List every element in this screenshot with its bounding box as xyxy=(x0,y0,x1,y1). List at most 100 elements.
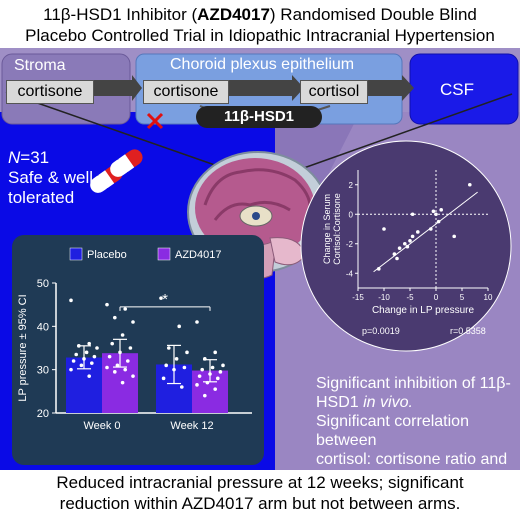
data-point xyxy=(123,367,127,372)
scatter-y-tick-label: 2 xyxy=(349,181,354,190)
cortisol-choroid: cortisol xyxy=(300,80,368,104)
scatter-point xyxy=(410,234,415,239)
legend-swatch xyxy=(157,247,171,261)
data-point xyxy=(105,365,109,370)
data-point xyxy=(71,359,76,363)
data-point xyxy=(208,372,212,376)
data-point xyxy=(200,367,204,372)
p-value: p=0.0019 xyxy=(362,326,400,336)
data-point xyxy=(69,367,73,372)
bar-y-label: LP pressure ± 95% CI xyxy=(17,294,29,401)
scatter-point xyxy=(410,212,415,217)
data-point xyxy=(213,350,217,355)
conclusion: Reduced intracranial pressure at 12 week… xyxy=(0,472,520,514)
scatter-x-tick-label: 5 xyxy=(460,293,465,302)
data-point xyxy=(159,296,163,300)
safety-line-1: Safe & well xyxy=(8,168,94,187)
csf-label: CSF xyxy=(440,80,474,99)
cortisone-choroid: cortisone xyxy=(143,80,229,104)
scatter-point xyxy=(429,227,433,231)
conclusion-line-2: reduction within AZD4017 arm but not bet… xyxy=(59,494,461,513)
scatter-y-label-2: Cortisol:Cortisone xyxy=(332,193,342,265)
data-point xyxy=(167,346,171,350)
inhibition-x-2 xyxy=(146,112,164,130)
finding-line-3: Significant correlation between xyxy=(316,413,469,449)
conclusion-line-1: Reduced intracranial pressure at 12 week… xyxy=(56,473,464,492)
data-point xyxy=(113,315,117,320)
findings-text: Significant inhibition of 11β- HSD1 in v… xyxy=(316,374,520,488)
data-point xyxy=(180,385,184,389)
bar-y-tick-label: 30 xyxy=(37,365,49,377)
zoom-line-left xyxy=(5,91,253,179)
r-value: r=0.5358 xyxy=(450,326,486,336)
bar-y-tick-label: 50 xyxy=(37,278,49,290)
data-point xyxy=(177,324,181,329)
scatter-point xyxy=(416,230,420,234)
data-point xyxy=(216,376,220,381)
scatter-point xyxy=(439,208,443,212)
scatter-y-label-1: Change in Serum xyxy=(322,194,332,264)
data-point xyxy=(95,346,99,350)
data-point xyxy=(131,374,135,378)
data-point xyxy=(87,341,91,346)
data-point xyxy=(87,374,91,378)
data-point xyxy=(107,354,112,359)
data-point xyxy=(221,363,225,368)
arrow-cortisone-cortisol xyxy=(222,75,304,101)
n-line: N=31 xyxy=(8,148,50,167)
data-point xyxy=(120,333,125,337)
significance-star: * xyxy=(162,291,168,308)
bar-y-tick-label: 40 xyxy=(37,321,49,333)
scatter-x-tick-label: 0 xyxy=(434,293,439,302)
data-point xyxy=(164,363,168,368)
choroid-label: Choroid plexus epithelium xyxy=(170,56,355,73)
data-point xyxy=(182,365,187,370)
scatter-point xyxy=(382,227,386,231)
scatter-point xyxy=(436,219,441,224)
data-point xyxy=(195,383,199,387)
finding-line-1: Significant inhibition of 11β- xyxy=(316,375,511,392)
data-point xyxy=(126,359,130,363)
safety-line-2: tolerated xyxy=(8,188,75,207)
data-point xyxy=(195,320,199,324)
data-point xyxy=(118,350,122,355)
data-point xyxy=(77,344,81,348)
data-point xyxy=(90,361,94,365)
scatter-point xyxy=(392,252,397,256)
scatter-x-tick-label: -10 xyxy=(378,293,390,302)
scatter-point xyxy=(377,267,381,271)
arrow-stroma-choroid xyxy=(84,75,142,101)
fit-line xyxy=(373,191,478,273)
finding-line-2: HSD1 in vivo. xyxy=(316,394,413,411)
legend-label: AZD4017 xyxy=(175,249,221,261)
arrow-choroid-csf xyxy=(360,75,414,101)
data-point xyxy=(210,365,215,370)
data-point xyxy=(120,380,125,385)
data-point xyxy=(69,298,73,303)
scatter-point xyxy=(452,234,456,239)
data-point xyxy=(161,376,166,381)
data-point xyxy=(82,357,86,361)
legend-swatch xyxy=(69,247,83,261)
bar-x-tick-label: Week 12 xyxy=(170,420,213,432)
scatter-point xyxy=(431,209,436,214)
data-point xyxy=(79,363,84,368)
data-point xyxy=(115,363,120,368)
scatter-x-tick-label: -5 xyxy=(406,293,414,302)
sample-info: N=31 Safe & well tolerated xyxy=(8,148,93,208)
scatter-point xyxy=(395,256,399,261)
scatter-point xyxy=(405,244,410,249)
data-point xyxy=(113,370,117,374)
scatter-y-tick-label: -4 xyxy=(346,269,354,278)
scatter-point xyxy=(468,182,472,187)
data-point xyxy=(84,350,89,355)
stroma-label: Stroma xyxy=(14,57,66,74)
scatter-point xyxy=(408,239,412,243)
data-point xyxy=(197,374,202,378)
data-point xyxy=(123,307,127,311)
scatter-y-tick-label: 0 xyxy=(349,210,354,219)
data-point xyxy=(131,320,135,324)
scatter-x-tick-label: 10 xyxy=(484,293,493,302)
cortisone-stroma: cortisone xyxy=(6,80,94,104)
